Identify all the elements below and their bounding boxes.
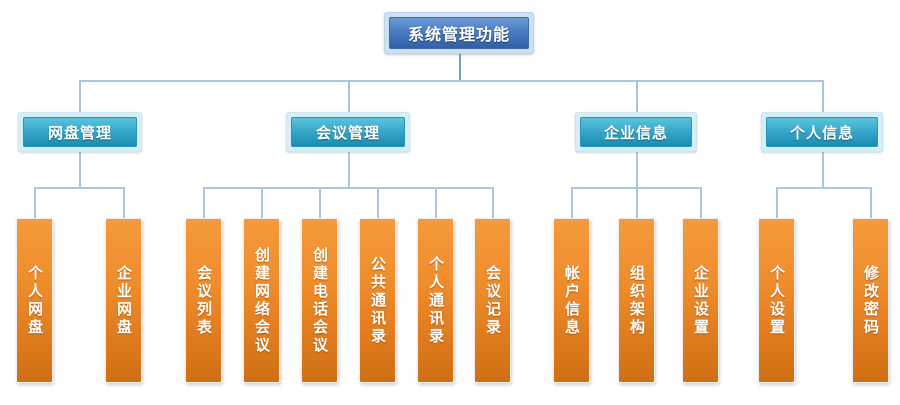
node-leaf-qiye-shezhi[interactable]: 企业设置 [682, 218, 719, 383]
leaf-inner: 企业网盘 [106, 219, 141, 382]
node-branch-1-inner: 网盘管理 [23, 117, 137, 147]
leaf-inner: 公共通讯录 [360, 219, 395, 382]
node-root-frame: 系统管理功能 [384, 12, 534, 54]
node-branch-4-frame: 个人信息 [761, 112, 883, 152]
leaf-inner: 个人设置 [759, 219, 794, 382]
node-branch-3-frame: 企业信息 [575, 112, 697, 152]
leaf-frame: 修改密码 [852, 218, 889, 383]
node-leaf-geren-wangpan[interactable]: 个人网盘 [16, 218, 53, 383]
connector-drop-branch-4 [822, 80, 824, 114]
leaf-label: 个人网盘 [26, 264, 44, 337]
leaf-label: 帐户信息 [563, 264, 581, 337]
connector-branch-2-child-4 [377, 187, 379, 218]
leaf-inner: 创建电话会议 [302, 219, 337, 382]
leaf-frame: 个人设置 [758, 218, 795, 383]
connector-branch-2-child-5 [435, 187, 437, 218]
leaf-label: 公共通讯录 [369, 255, 387, 346]
connector-drop-branch-2 [348, 80, 350, 114]
leaf-label: 企业网盘 [115, 264, 133, 337]
leaf-frame: 创建网络会议 [243, 218, 280, 383]
leaf-frame: 个人网盘 [16, 218, 53, 383]
connector-branch-1-child-1 [34, 187, 36, 218]
node-branch-1-frame: 网盘管理 [18, 112, 142, 152]
connector-drop-branch-3 [636, 80, 638, 114]
leaf-label: 修改密码 [862, 264, 880, 337]
leaf-label: 会议列表 [195, 264, 213, 337]
node-leaf-geren-shezhi[interactable]: 个人设置 [758, 218, 795, 383]
leaf-inner: 创建网络会议 [244, 219, 279, 382]
node-branch-3-inner: 企业信息 [580, 117, 692, 147]
node-leaf-huiyi-liebiao[interactable]: 会议列表 [185, 218, 222, 383]
node-root[interactable]: 系统管理功能 [384, 12, 534, 54]
leaf-frame: 公共通讯录 [359, 218, 396, 383]
connector-branch-2-bus [203, 187, 493, 189]
leaf-inner: 会议列表 [186, 219, 221, 382]
connector-branch-4-child-2 [870, 187, 872, 218]
leaf-frame: 创建电话会议 [301, 218, 338, 383]
leaf-frame: 会议列表 [185, 218, 222, 383]
connector-branch-2-child-6 [492, 187, 494, 218]
leaf-frame: 帐户信息 [553, 218, 590, 383]
node-branch-geren-xinxi[interactable]: 个人信息 [761, 112, 883, 152]
connector-branch-3-child-1 [571, 187, 573, 218]
connector-branch-2-stem [348, 151, 350, 187]
leaf-inner: 组织架构 [619, 219, 654, 382]
leaf-label: 个人通讯录 [427, 255, 445, 346]
connector-branch-1-bus [34, 187, 124, 189]
leaf-inner: 会议记录 [475, 219, 510, 382]
leaf-frame: 企业网盘 [105, 218, 142, 383]
node-leaf-chuangjian-wangluo-huiyi[interactable]: 创建网络会议 [243, 218, 280, 383]
leaf-label: 创建网络会议 [253, 246, 271, 355]
node-root-label: 系统管理功能 [407, 25, 510, 44]
node-branch-2-label: 会议管理 [315, 123, 380, 142]
node-leaf-qiye-wangpan[interactable]: 企业网盘 [105, 218, 142, 383]
node-branch-4-label: 个人信息 [789, 123, 854, 142]
leaf-label: 个人设置 [768, 264, 786, 337]
node-branch-wangpan-guanli[interactable]: 网盘管理 [18, 112, 142, 152]
node-leaf-xiugai-mima[interactable]: 修改密码 [852, 218, 889, 383]
leaf-inner: 修改密码 [853, 219, 888, 382]
leaf-label: 会议记录 [484, 264, 502, 337]
node-branch-1-label: 网盘管理 [47, 123, 112, 142]
node-branch-huiyi-guanli[interactable]: 会议管理 [286, 112, 410, 152]
node-leaf-zhanghu-xinxi[interactable]: 帐户信息 [553, 218, 590, 383]
node-branch-2-frame: 会议管理 [286, 112, 410, 152]
leaf-label: 组织架构 [628, 264, 646, 337]
connector-branch-1-child-2 [123, 187, 125, 218]
leaf-inner: 个人网盘 [17, 219, 52, 382]
connector-main-bus [79, 80, 823, 82]
node-root-inner: 系统管理功能 [389, 17, 529, 49]
leaf-inner: 个人通讯录 [418, 219, 453, 382]
connector-branch-4-bus [776, 187, 871, 189]
node-branch-qiye-xinxi[interactable]: 企业信息 [575, 112, 697, 152]
node-branch-4-inner: 个人信息 [766, 117, 878, 147]
connector-drop-branch-1 [79, 80, 81, 114]
leaf-inner: 企业设置 [683, 219, 718, 382]
connector-branch-2-child-2 [261, 187, 263, 218]
connector-branch-4-stem [822, 151, 824, 187]
leaf-frame: 会议记录 [474, 218, 511, 383]
connector-branch-2-child-1 [203, 187, 205, 218]
node-leaf-huiyi-jilu[interactable]: 会议记录 [474, 218, 511, 383]
leaf-label: 企业设置 [692, 264, 710, 337]
connector-branch-3-child-2 [636, 187, 638, 218]
leaf-frame: 组织架构 [618, 218, 655, 383]
node-leaf-chuangjian-dianhua-huiyi[interactable]: 创建电话会议 [301, 218, 338, 383]
connector-root-stem [459, 53, 461, 81]
leaf-frame: 企业设置 [682, 218, 719, 383]
node-branch-2-inner: 会议管理 [291, 117, 405, 147]
connector-branch-2-child-3 [319, 187, 321, 218]
node-leaf-geren-tongxunlu[interactable]: 个人通讯录 [417, 218, 454, 383]
connector-branch-1-stem [79, 151, 81, 187]
connector-branch-3-stem [636, 151, 638, 187]
node-leaf-zuzhi-jiagou[interactable]: 组织架构 [618, 218, 655, 383]
leaf-frame: 个人通讯录 [417, 218, 454, 383]
leaf-inner: 帐户信息 [554, 219, 589, 382]
connector-branch-4-child-1 [776, 187, 778, 218]
connector-branch-3-child-3 [700, 187, 702, 218]
node-leaf-gonggong-tongxunlu[interactable]: 公共通讯录 [359, 218, 396, 383]
leaf-label: 创建电话会议 [311, 246, 329, 355]
node-branch-3-label: 企业信息 [603, 123, 668, 142]
